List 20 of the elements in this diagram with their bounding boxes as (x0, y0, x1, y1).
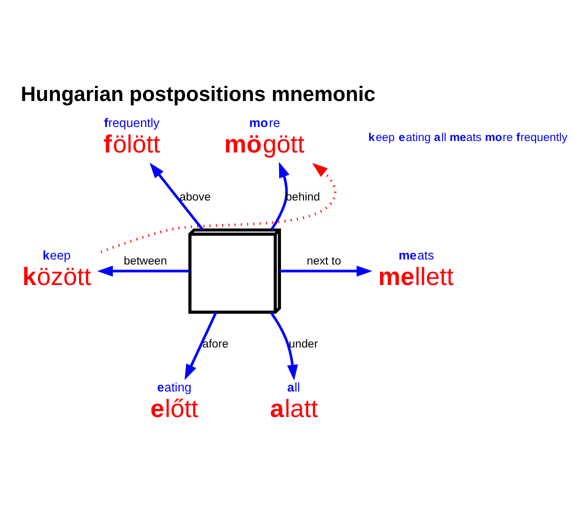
arrow (100, 162, 336, 253)
edge-label: under (288, 338, 318, 350)
node-text: more mögött (224, 116, 304, 158)
label: keep eating all meats more frequently (368, 131, 568, 144)
diagram-title: Hungarian postpositions mnemonic (20, 82, 376, 106)
arrow (270, 161, 290, 230)
node-text: meats mellett (378, 248, 454, 290)
arrow (279, 265, 372, 276)
node-text: eating előtt (150, 380, 198, 423)
node-text: frequently fölött (104, 116, 160, 158)
edge-label: between (124, 255, 168, 268)
node-text: all alatt (270, 380, 318, 423)
node-text: keep között (22, 248, 92, 290)
edge-label: above (180, 191, 211, 204)
edge-label: afore (202, 338, 228, 350)
arrow (150, 162, 204, 230)
arrow (270, 311, 298, 380)
arrow (97, 265, 190, 276)
arrow (184, 311, 218, 380)
edge-label: next to (306, 255, 342, 268)
